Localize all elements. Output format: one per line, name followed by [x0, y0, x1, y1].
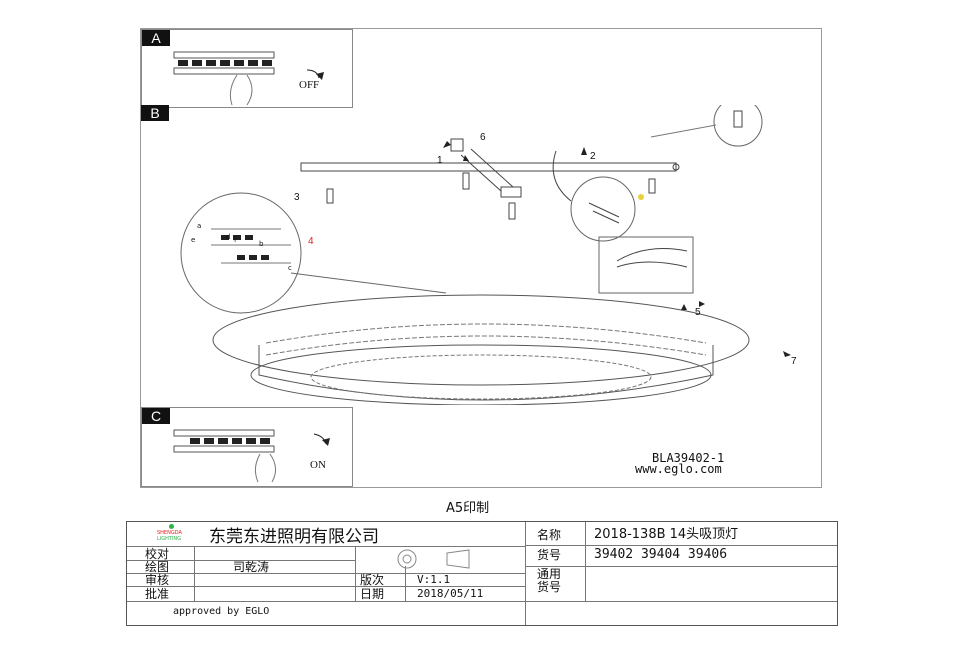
- check-label: 校对: [145, 547, 170, 561]
- detail-letter: f: [234, 236, 237, 244]
- mounting-bracket: [300, 138, 680, 198]
- panel-c-tag: C: [142, 408, 170, 424]
- version-label: 版次: [360, 573, 385, 587]
- arrow-icon: [322, 438, 330, 446]
- terminal-row-icon: [190, 438, 270, 444]
- arrow-icon: [316, 72, 324, 80]
- general-item-label-2: 货号: [537, 580, 562, 594]
- detail-letter: a: [197, 222, 202, 230]
- assembly-drawing: [180, 105, 791, 405]
- switch-off-label: OFF: [299, 79, 320, 91]
- switch-off-illustration: [173, 51, 324, 106]
- panel-c: C ON: [141, 407, 353, 487]
- version-value: V:1.1: [417, 573, 451, 586]
- step-number: 5: [695, 307, 701, 318]
- detail-letter: b: [259, 240, 264, 248]
- panel-a-tag: A: [142, 30, 170, 46]
- switch-on-label: ON: [310, 459, 326, 471]
- cable: [552, 150, 572, 202]
- detail-letter: c: [288, 264, 292, 272]
- projection-symbol-icon: [397, 549, 470, 569]
- print-note: A5印制: [446, 501, 490, 516]
- step-number: 6: [480, 132, 486, 143]
- website: www.eglo.com: [635, 462, 722, 476]
- general-item-label-1: 通用: [537, 567, 562, 581]
- draw-label: 绘图: [145, 560, 170, 574]
- review-label: 审核: [145, 573, 170, 587]
- name-value: 2018-138B 14头吸顶灯: [594, 527, 739, 542]
- drawer-name: 司乾涛: [233, 560, 270, 574]
- detail-letter: d: [226, 233, 231, 241]
- name-label: 名称: [537, 528, 562, 542]
- screw-icon: [326, 172, 656, 220]
- company-name: 东莞东进照明有限公司: [209, 527, 379, 547]
- crystal-ring: [212, 294, 750, 405]
- approve-label: 批准: [145, 587, 170, 601]
- step-number: 4: [308, 236, 314, 247]
- date-label: 日期: [360, 587, 385, 601]
- wire-detail-circle: [570, 176, 636, 242]
- step-number: 1: [437, 155, 443, 166]
- instruction-sheet: [140, 28, 822, 488]
- panel-b-tag: B: [141, 105, 169, 121]
- arrow-icon: [443, 141, 791, 357]
- item-value: 39402 39404 39406: [594, 547, 728, 562]
- bulb-detail-circle: [713, 105, 763, 147]
- terminal-detail-circle: [180, 192, 302, 314]
- switch-on-illustration: [173, 429, 330, 483]
- date-value: 2018/05/11: [417, 587, 484, 600]
- step-number: 2: [590, 151, 596, 162]
- sheet-code: BLA39402-1: [652, 451, 725, 465]
- detail-letter: e: [191, 236, 196, 244]
- terminal-row-icon: [178, 60, 272, 66]
- item-label: 货号: [537, 548, 562, 562]
- step-number: 7: [791, 356, 797, 367]
- approved-by: approved by EGLO: [173, 606, 270, 617]
- step-number: 3: [294, 192, 300, 203]
- panel-a: A OFF: [141, 29, 353, 108]
- connector-detail-box: [598, 236, 694, 294]
- company-logo: SHENGDA LIGHTING: [151, 524, 191, 544]
- title-block: SHENGDA LIGHTING 东莞东进照明有限公司 校对 绘图 司乾涛 审核…: [126, 521, 838, 626]
